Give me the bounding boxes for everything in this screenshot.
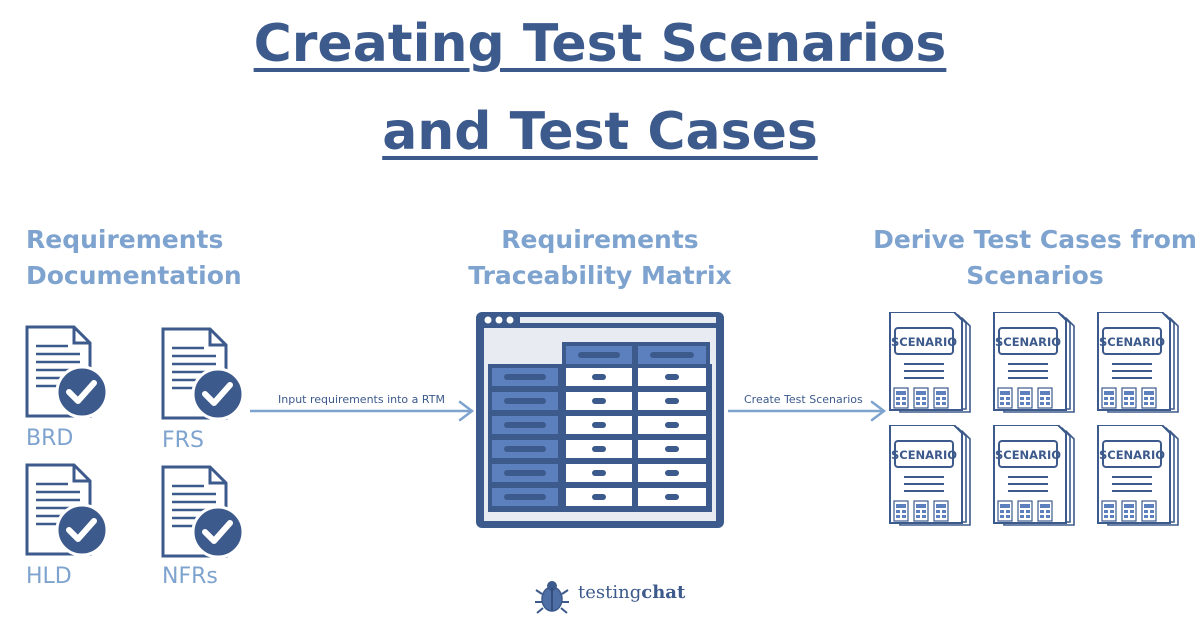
rtm-matrix-icon — [476, 312, 724, 528]
scenario-card-icon: SCENARIO — [1096, 311, 1186, 414]
scenario-card-icon: SCENARIO — [1096, 424, 1186, 527]
logo-text-part2: chat — [641, 582, 686, 603]
scenario-label: SCENARIO — [995, 448, 1061, 462]
create-arrow — [728, 400, 887, 422]
derive-heading: Derive Test Cases from Scenarios — [870, 222, 1200, 294]
brd-label: BRD — [26, 426, 74, 451]
scenario-label: SCENARIO — [891, 448, 957, 462]
scenario-card-icon: SCENARIO — [992, 311, 1082, 414]
requirements-heading-line2: Documentation — [26, 261, 242, 290]
logo-text-part1: testing — [578, 582, 642, 603]
nfrs-document-icon — [160, 464, 250, 564]
create-arrow-label: Create Test Scenarios — [744, 393, 863, 406]
rtm-heading-line1: Requirements — [501, 225, 699, 254]
scenario-label: SCENARIO — [995, 335, 1061, 349]
hld-document-icon — [24, 462, 114, 562]
frs-label: FRS — [162, 428, 204, 453]
title-text-2: and Test Cases — [382, 102, 818, 162]
bug-icon — [535, 581, 569, 614]
derive-heading-line1: Derive Test Cases from — [873, 225, 1197, 254]
derive-heading-line2: Scenarios — [966, 261, 1104, 290]
hld-label: HLD — [26, 564, 72, 589]
input-arrow — [250, 400, 475, 422]
logo-text: testingchat — [578, 582, 685, 603]
rtm-heading-line2: Traceability Matrix — [468, 261, 732, 290]
requirements-heading: Requirements Documentation — [26, 222, 242, 294]
scenario-label: SCENARIO — [1099, 448, 1165, 462]
scenario-label: SCENARIO — [1099, 335, 1165, 349]
testingchat-logo: testingchat — [534, 576, 685, 616]
page-title-line1: Creating Test Scenarios — [0, 14, 1200, 74]
input-arrow-label: Input requirements into a RTM — [278, 393, 445, 406]
page-title-line2: and Test Cases — [0, 102, 1200, 162]
scenario-card-icon: SCENARIO — [888, 311, 978, 414]
nfrs-label: NFRs — [162, 564, 218, 589]
scenario-label: SCENARIO — [891, 335, 957, 349]
title-text-1: Creating Test Scenarios — [253, 14, 947, 74]
brd-document-icon — [24, 324, 114, 424]
scenario-card-icon: SCENARIO — [888, 424, 978, 527]
rtm-heading: Requirements Traceability Matrix — [440, 222, 760, 294]
frs-document-icon — [160, 326, 250, 426]
requirements-heading-line1: Requirements — [26, 225, 224, 254]
scenario-card-icon: SCENARIO — [992, 424, 1082, 527]
